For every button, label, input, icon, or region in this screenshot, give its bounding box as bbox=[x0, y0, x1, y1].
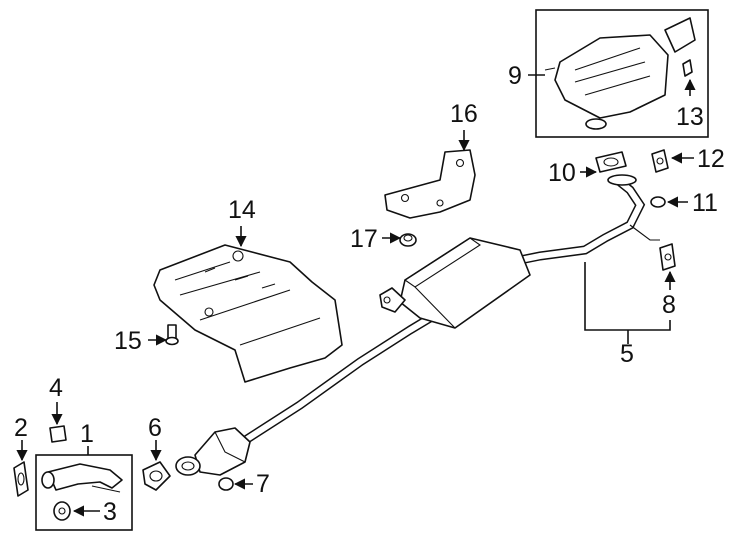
callout-15: 15 bbox=[114, 327, 142, 355]
nut-front bbox=[218, 477, 234, 491]
callout-2: 2 bbox=[14, 414, 28, 442]
callout-6: 6 bbox=[148, 414, 162, 442]
bracket bbox=[384, 149, 476, 219]
nut-rear bbox=[650, 196, 666, 208]
callout-12: 12 bbox=[697, 145, 725, 173]
callout-13: 13 bbox=[676, 103, 704, 131]
clamp-front bbox=[49, 425, 67, 443]
callout-16: 16 bbox=[450, 100, 478, 128]
clamp bbox=[682, 59, 693, 77]
gasket-front bbox=[142, 461, 171, 491]
callout-3: 3 bbox=[103, 498, 117, 526]
rear-muffler bbox=[544, 17, 696, 130]
front-pipe bbox=[41, 463, 123, 493]
heat-shield bbox=[153, 244, 343, 383]
callout-labels: 1 2 3 4 5 6 7 8 9 10 11 12 13 14 15 16 1… bbox=[14, 62, 725, 526]
hanger-front bbox=[53, 501, 71, 521]
muffler-inset-frame bbox=[535, 9, 709, 138]
callout-10: 10 bbox=[548, 159, 576, 187]
callout-14: 14 bbox=[228, 196, 256, 224]
bolt bbox=[165, 324, 179, 346]
flange-nut bbox=[399, 233, 417, 247]
rubber-hanger-lower bbox=[659, 243, 676, 271]
callout-4: 4 bbox=[49, 374, 63, 402]
rubber-hanger-upper bbox=[651, 149, 669, 173]
callout-5: 5 bbox=[620, 340, 634, 368]
callout-7: 7 bbox=[256, 470, 270, 498]
gasket-ring bbox=[13, 461, 29, 497]
callout-9: 9 bbox=[508, 62, 522, 90]
callout-17: 17 bbox=[350, 225, 378, 253]
exhaust-pipe-assembly bbox=[175, 174, 660, 476]
leader-lines bbox=[16, 74, 696, 517]
callout-1: 1 bbox=[80, 420, 94, 448]
callout-8: 8 bbox=[662, 291, 676, 319]
gasket-rear bbox=[595, 151, 627, 173]
front-pipe-inset-frame bbox=[35, 454, 133, 531]
callout-11: 11 bbox=[692, 189, 718, 217]
